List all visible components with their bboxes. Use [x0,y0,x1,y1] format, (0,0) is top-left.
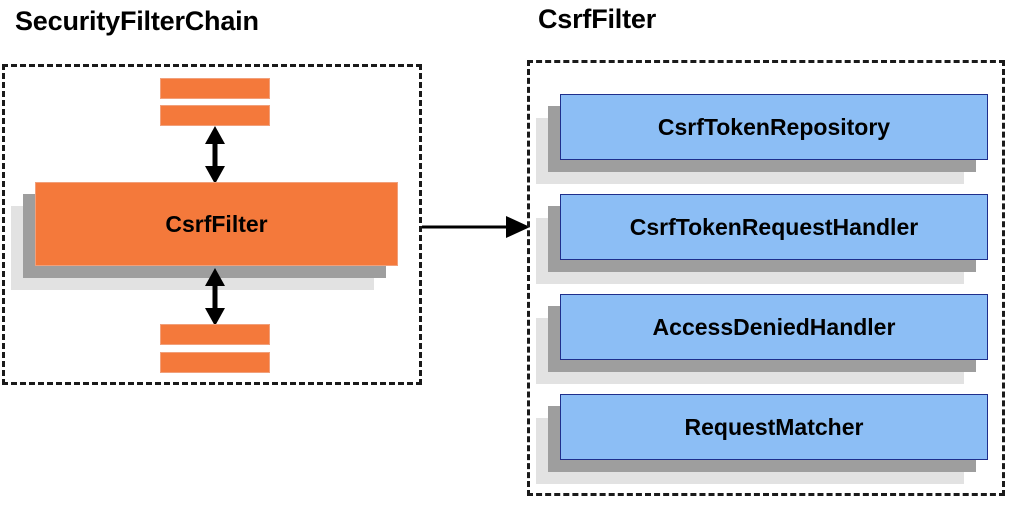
collaborator-card-access-denied-handler[interactable]: AccessDeniedHandler [536,294,988,384]
collaborator-card-csrf-token-repository[interactable]: CsrfTokenRepository [536,94,988,184]
collaborator-label: CsrfTokenRepository [560,94,988,160]
csrf-filter-label: CsrfFilter [35,182,398,266]
filter-bar-top-1 [160,78,270,99]
filter-bar-bottom-2 [160,352,270,373]
left-panel-title: SecurityFilterChain [15,6,259,36]
collaborator-label: AccessDeniedHandler [560,294,988,360]
security-filter-chain-panel [2,64,422,385]
arrow-up-down-bottom [205,268,225,326]
collaborator-card-request-matcher[interactable]: RequestMatcher [536,394,988,484]
connector-arrow-icon [422,216,530,238]
csrf-filter-panel [527,60,1005,496]
collaborator-card-csrf-token-request-handler[interactable]: CsrfTokenRequestHandler [536,194,988,284]
collaborator-label: RequestMatcher [560,394,988,460]
filter-bar-top-2 [160,105,270,126]
arrow-up-down-top [205,126,225,184]
csrf-filter-card[interactable]: CsrfFilter [11,182,398,290]
right-panel-title: CsrfFilter [538,4,657,34]
collaborator-label: CsrfTokenRequestHandler [560,194,988,260]
filter-bar-bottom-1 [160,324,270,345]
